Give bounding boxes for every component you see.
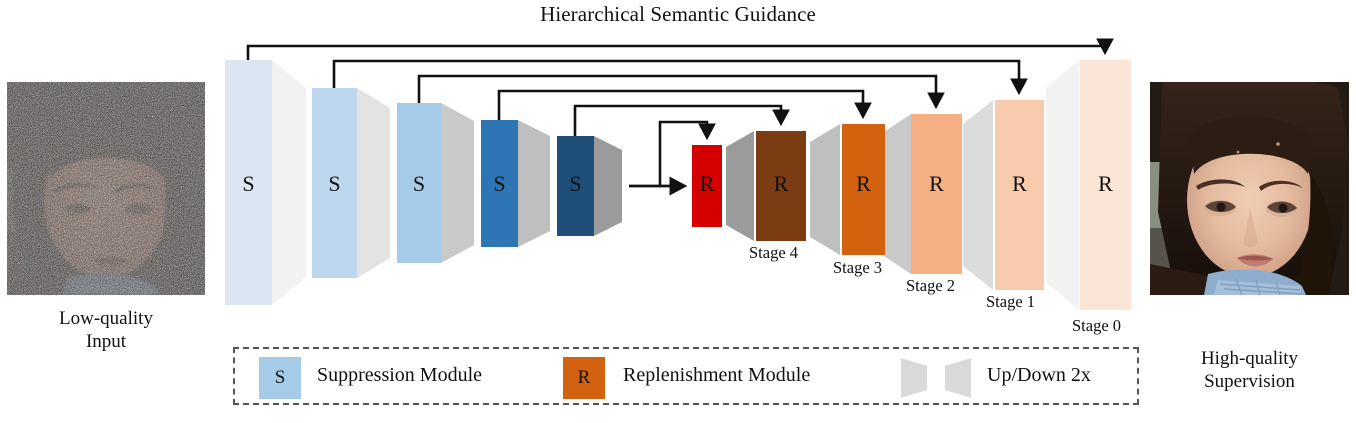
downsample-block-2 (357, 88, 390, 278)
decoder-block-stage0[interactable] (1080, 60, 1131, 310)
decoder-block-stage2[interactable] (911, 114, 962, 274)
upsample-block-1 (963, 100, 993, 290)
page-title: Hierarchical Semantic Guidance (540, 2, 816, 26)
skip-connection-s1-to-stage0 (246, 38, 1114, 60)
updown-2x-icon (901, 358, 971, 398)
skip-connection-bottleneck-loop (658, 120, 716, 186)
downsample-block-1 (272, 60, 306, 305)
encoder-block-s2[interactable] (312, 88, 357, 278)
low-quality-face-image (7, 82, 205, 295)
low-quality-caption-line1: Low-quality (59, 308, 153, 329)
legend-label-suppression: Suppression Module (317, 364, 482, 386)
downsample-block-3 (441, 103, 474, 263)
skip-connection-s5-to-stage4 (573, 104, 790, 136)
legend-label-updown: Up/Down 2x (987, 364, 1091, 386)
legend-symbol-s: S (274, 367, 286, 388)
legend-swatch-suppression: S (259, 357, 301, 399)
skip-connection-s2-to-stage1 (332, 59, 1028, 96)
encoder-block-s1[interactable] (225, 60, 272, 305)
low-quality-caption-line2: Input (85, 331, 127, 352)
stage-label-4: Stage 4 (749, 243, 799, 262)
upsample-block-2 (881, 114, 911, 274)
upsample-block-3 (810, 124, 840, 255)
skip-connections-layer (246, 38, 1114, 186)
encoder-block-s3[interactable] (397, 103, 441, 263)
stage-label-0: Stage 0 (1072, 316, 1122, 335)
decoder-block-stage1[interactable] (995, 100, 1044, 290)
legend: S Suppression Module R Replenishment Mod… (233, 347, 1139, 405)
encoder-block-s5[interactable] (557, 136, 594, 236)
high-quality-face-image (1150, 82, 1349, 295)
legend-swatch-replenishment: R (563, 357, 605, 399)
legend-symbol-r: R (577, 367, 591, 388)
legend-label-replenishment: Replenishment Module (623, 364, 811, 386)
decoder-block-bottleneck[interactable] (692, 145, 722, 227)
downsample-block-5 (594, 136, 622, 236)
high-quality-caption: High-quality Supervision (1150, 347, 1349, 393)
encoder-block-s4[interactable] (481, 120, 518, 247)
upsample-block-0 (1046, 60, 1079, 310)
skip-connection-s3-to-stage2 (417, 74, 945, 110)
decoder-block-stage3[interactable] (842, 124, 885, 255)
skip-connection-s4-to-stage3 (497, 89, 872, 120)
decoder-block-stage4[interactable] (756, 131, 806, 241)
stage-label-3: Stage 3 (833, 258, 883, 277)
downsample-block-4 (518, 120, 550, 247)
encoder-blocks-layer (225, 60, 594, 305)
sampling-blocks-layer (272, 60, 1079, 310)
high-quality-caption-line1: High-quality (1200, 348, 1299, 369)
stage-label-2: Stage 2 (906, 276, 956, 295)
high-quality-caption-line2: Supervision (1204, 371, 1295, 392)
upsample-block-4 (726, 131, 754, 241)
stage-label-1: Stage 1 (986, 292, 1036, 311)
low-quality-caption: Low-quality Input (7, 307, 205, 353)
decoder-blocks-layer (692, 60, 1131, 310)
